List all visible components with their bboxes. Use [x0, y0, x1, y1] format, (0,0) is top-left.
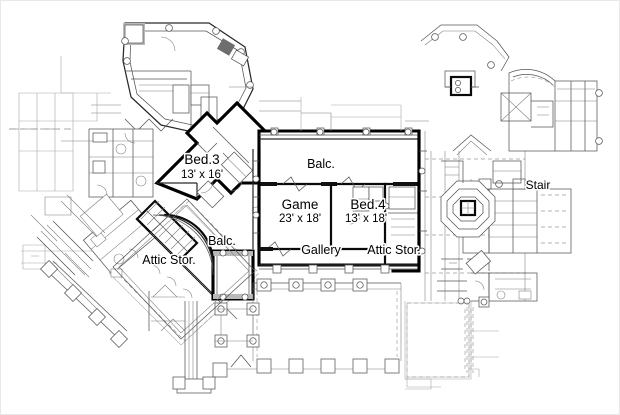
room-dimension-bed3: 13' x 16' [181, 169, 223, 181]
area-label-attic-storage-right: Attic Stor. [367, 243, 421, 257]
area-label-attic-storage-left: Attic Stor. [142, 253, 196, 267]
room-bed3 [154, 100, 289, 209]
left-balcony-room [152, 213, 255, 301]
top-left-wing [121, 22, 254, 134]
area-label-gallery: Gallery [301, 243, 341, 257]
room-label-bed4: Bed.4 [350, 197, 386, 212]
room-label-game: Game [282, 197, 319, 212]
main-core-block [252, 127, 427, 274]
lower-center-stem [148, 291, 216, 394]
lower-left-wing [39, 198, 256, 349]
misc-detail [9, 86, 429, 142]
lower-colonnade [212, 278, 402, 378]
area-label-balcony-upper: Balc. [307, 157, 335, 171]
area-label-stair: Stair [526, 178, 551, 192]
right-wing [406, 24, 603, 388]
room-dimension-bed4: 13' x 18' [345, 213, 387, 225]
room-label-bed3: Bed.3 [184, 152, 219, 167]
area-label-balcony-left: Balc. [208, 234, 236, 248]
plan-text-labels: Bed.3 13' x 16' Game 23' x 18' Bed.4 13'… [141, 150, 552, 268]
room-dimension-game: 23' x 18' [279, 213, 321, 225]
